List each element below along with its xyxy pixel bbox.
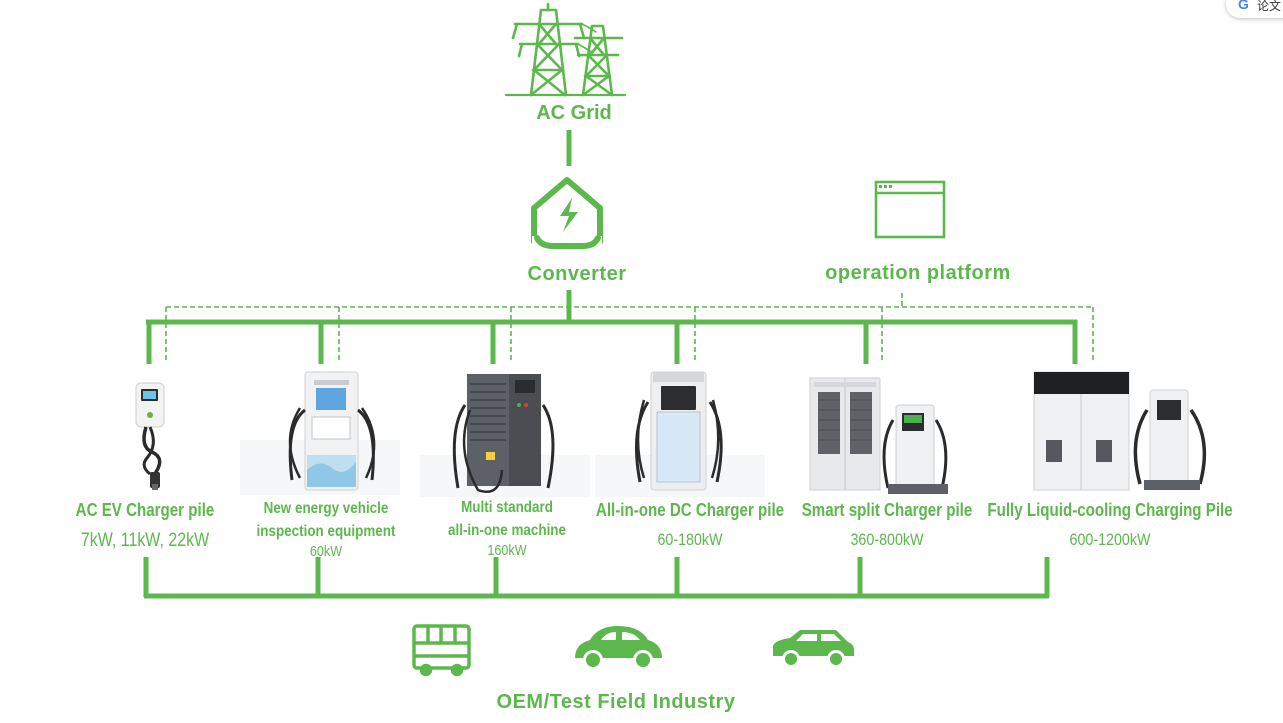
multi-standard-machine-image — [420, 374, 590, 497]
charger-title-ac: AC EV Charger pile — [75, 500, 215, 520]
charger-title-dc: All-in-one DC Charger pile — [595, 500, 785, 520]
charger-power-split: 360-800kW — [850, 530, 924, 549]
smart-split-charger-image — [809, 377, 948, 494]
charger-power-inspection: 60kW — [309, 543, 343, 560]
charger-power-multi: 160kW — [487, 542, 527, 559]
all-in-one-dc-charger-image — [595, 371, 765, 497]
bottom-bus — [143, 557, 1050, 599]
charger-title-split: Smart split Charger pile — [801, 500, 973, 520]
browser-window-icon — [874, 180, 946, 239]
car-icon — [575, 626, 662, 670]
inspection-equipment-image — [240, 371, 400, 495]
top-power-bus — [146, 290, 1078, 364]
charger-title2-inspection: inspection equipment — [256, 523, 396, 540]
industry-label: OEM/Test Field Industry — [496, 691, 736, 713]
google-g-icon: G — [1238, 0, 1249, 12]
ac-wallbox-image — [135, 382, 165, 490]
translate-chip[interactable]: G 论文 — [1226, 0, 1283, 18]
charger-title2-multi: all-in-one machine — [448, 522, 566, 539]
charger-power-liquid: 600-1200kW — [1069, 530, 1151, 549]
charger-power-dc: 60-180kW — [657, 530, 723, 549]
converter-label: Converter — [527, 263, 627, 285]
liquid-cooling-pile-image — [1033, 371, 1207, 491]
operation-platform-label: operation platform — [825, 262, 1011, 284]
communication-dashed-bus — [165, 293, 1094, 362]
house-lightning-icon — [531, 177, 603, 249]
charger-title-inspection: New energy vehicle — [263, 500, 389, 517]
suv-icon — [773, 630, 854, 668]
bus-icon — [412, 624, 471, 677]
translate-chip-label: 论文 — [1257, 0, 1282, 13]
charger-title-liquid: Fully Liquid-cooling Charging Pile — [987, 500, 1233, 520]
ac-grid-label: AC Grid — [536, 102, 612, 124]
power-tower-icon — [504, 2, 627, 97]
charger-power-ac: 7kW, 11kW, 22kW — [80, 530, 210, 551]
charger-title-multi: Multi standard — [461, 499, 553, 516]
